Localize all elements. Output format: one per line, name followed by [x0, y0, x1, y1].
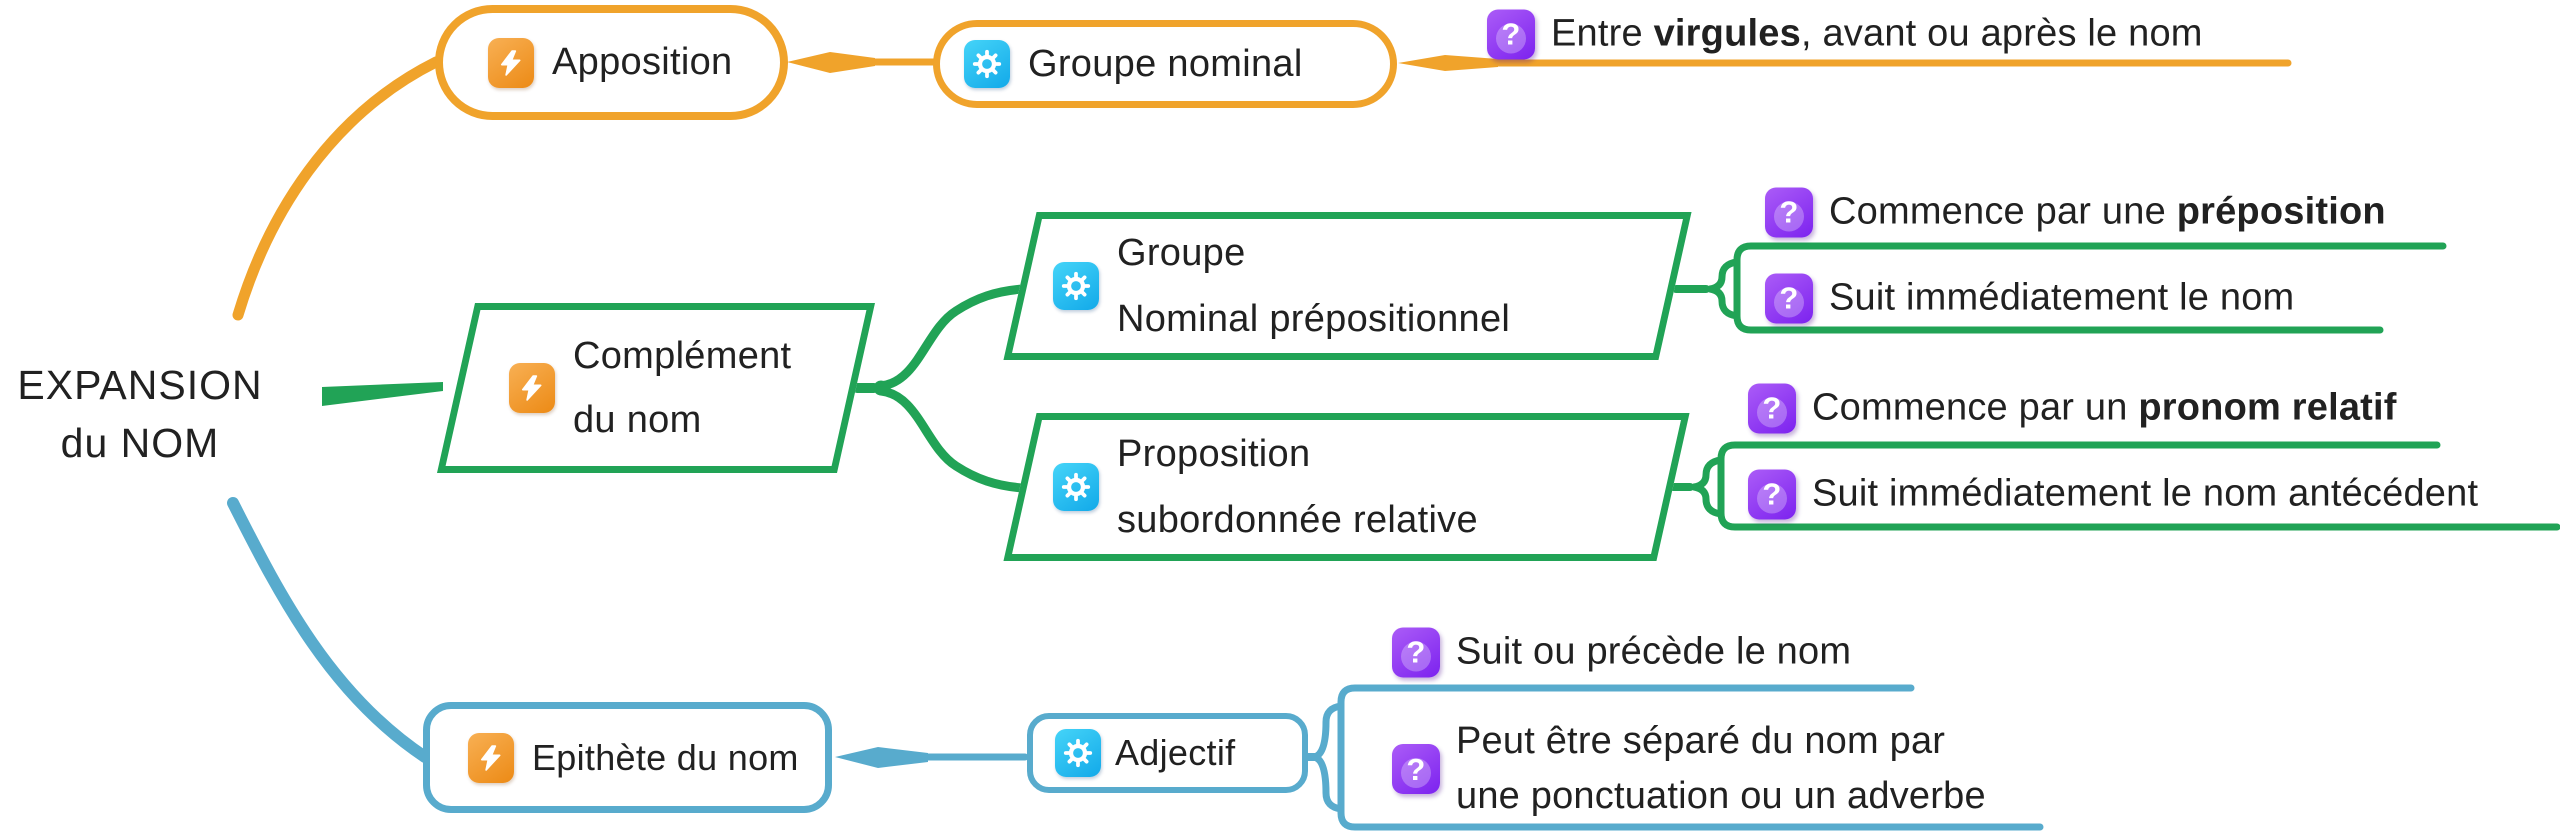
gear-icon	[1055, 729, 1101, 777]
node-label: Adjectif	[1115, 732, 1236, 773]
node-label-line1: Groupe	[1117, 232, 1246, 274]
node-epithete-du-nom[interactable]: Epithète du nom	[423, 702, 832, 813]
note-text: Commence par une préposition	[1829, 190, 2386, 233]
question-icon: ?	[1765, 187, 1813, 237]
gear-icon	[1053, 463, 1099, 511]
note-text: Suit ou précède le nom	[1456, 630, 1852, 673]
node-complement-du-nom[interactable]: Complément du nom	[437, 303, 875, 473]
question-icon: ?	[1748, 383, 1796, 433]
question-icon: ?	[1392, 627, 1440, 677]
note-text: Suit immédiatement le nom	[1829, 276, 2295, 319]
flash-icon	[468, 732, 514, 783]
note-text: Entre virgules, avant ou après le nom	[1551, 12, 2203, 55]
question-icon: ?	[1487, 9, 1535, 59]
node-label-line1: Proposition	[1117, 433, 1311, 475]
node-proposition-subordonnee-relative[interactable]: Proposition subordonnée relative	[1003, 413, 1690, 561]
note-adjectif-1[interactable]: ? Suit ou précède le nom	[1392, 625, 1851, 680]
question-icon: ?	[1748, 469, 1796, 519]
note-text: Suit immédiatement le nom antécédent	[1812, 472, 2479, 515]
flash-icon	[509, 363, 555, 413]
question-icon: ?	[1392, 744, 1440, 794]
note-text-line1: Peut être séparé du nom par	[1456, 720, 1946, 762]
node-groupe-nominal[interactable]: Groupe nominal	[933, 20, 1397, 108]
note-psr-1[interactable]: ? Commence par un pronom relatif	[1748, 381, 2397, 436]
question-icon: ?	[1765, 273, 1813, 323]
node-apposition[interactable]: Apposition	[435, 5, 788, 120]
flash-icon	[488, 37, 534, 88]
node-groupe-nominal-prepositionnel[interactable]: Groupe Nominal prépositionnel	[1003, 212, 1692, 360]
node-label-line2: du nom	[573, 399, 702, 441]
node-label: Epithète du nom	[532, 736, 799, 778]
note-text-line2: une ponctuation ou un adverbe	[1456, 775, 1986, 817]
gear-icon	[1053, 262, 1099, 310]
node-label: Groupe nominal	[1028, 42, 1303, 85]
note-text: Commence par un pronom relatif	[1812, 386, 2397, 429]
node-adjectif[interactable]: Adjectif	[1027, 713, 1308, 793]
note-apposition[interactable]: ? Entre virgules, avant ou après le nom	[1487, 7, 2203, 62]
root-topic-line2: du NOM	[60, 420, 220, 466]
note-psr-2[interactable]: ? Suit immédiatement le nom antécédent	[1748, 467, 2478, 522]
node-label: Apposition	[552, 41, 733, 83]
root-topic[interactable]: EXPANSION du NOM	[8, 356, 272, 472]
node-label-line1: Complément	[573, 335, 792, 377]
note-gnp-1[interactable]: ? Commence par une préposition	[1765, 185, 2386, 240]
node-label-line2: subordonnée relative	[1117, 499, 1478, 541]
node-label-line2: Nominal prépositionnel	[1117, 298, 1511, 340]
note-gnp-2[interactable]: ? Suit immédiatement le nom	[1765, 271, 2294, 326]
root-topic-line1: EXPANSION	[17, 362, 263, 408]
note-adjectif-2[interactable]: ? Peut être séparé du nom par une ponctu…	[1392, 714, 1986, 824]
gear-icon	[964, 40, 1010, 88]
